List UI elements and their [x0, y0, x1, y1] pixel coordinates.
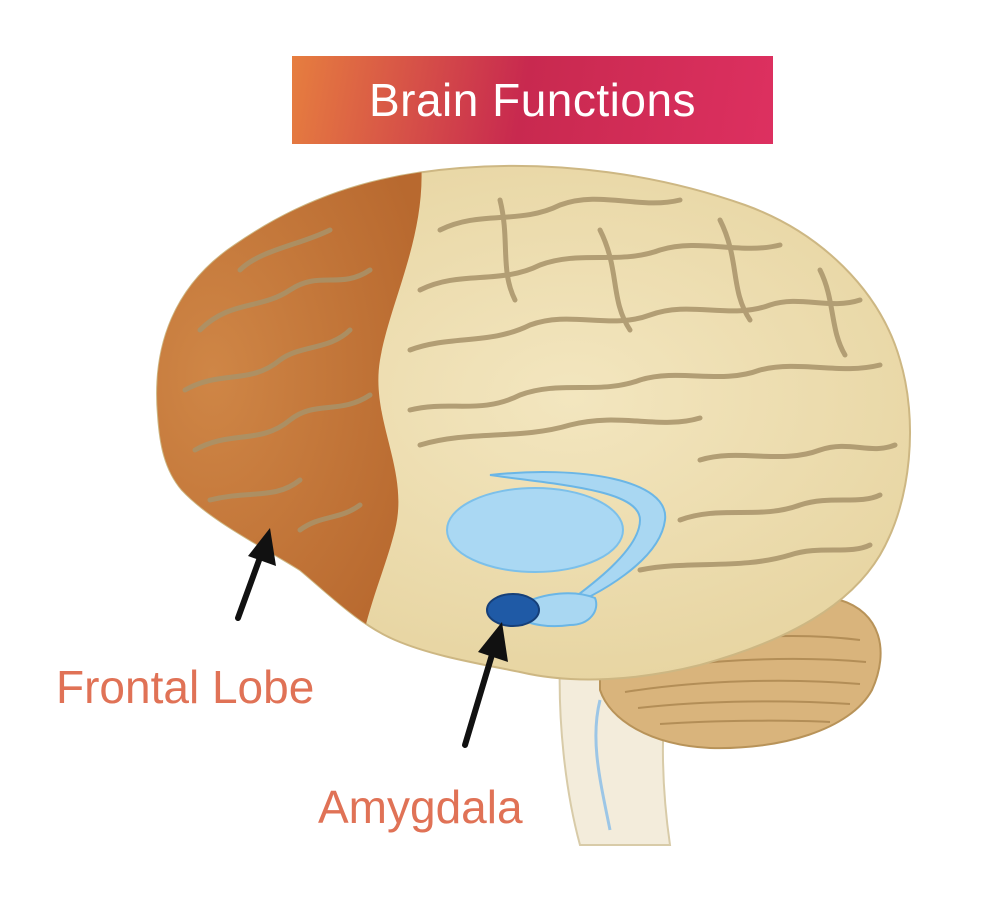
- arrow-up-right-icon: [462, 622, 508, 748]
- ventricle-body: [446, 487, 624, 573]
- page-title: Brain Functions: [368, 74, 697, 126]
- title-banner: Brain Functions: [292, 56, 773, 144]
- brainstem-vein: [594, 699, 612, 831]
- amygdala: [486, 593, 540, 627]
- label-amygdala: Amygdala: [318, 781, 523, 833]
- label-frontal-lobe: Frontal Lobe: [56, 661, 315, 713]
- frontal-lobe: [157, 165, 422, 650]
- arrow-up-right-icon: [235, 528, 276, 621]
- cerebrum-folds: [182, 196, 898, 573]
- hippocampus-tail: [519, 592, 598, 628]
